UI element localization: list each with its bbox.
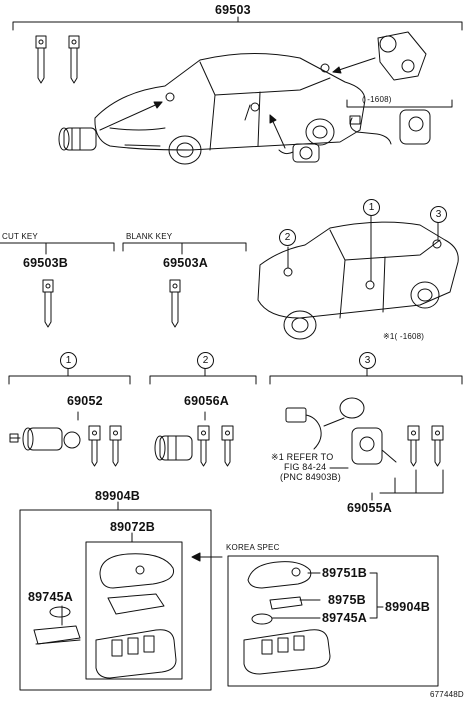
callout-circle-1: 1 bbox=[363, 199, 380, 216]
part-number-korea-cover: 89751B bbox=[322, 566, 367, 580]
door-lock-cylinder-icon bbox=[285, 397, 397, 465]
ignition-cylinder-icon bbox=[58, 127, 97, 151]
refer-line-3: (PNC 84903B) bbox=[280, 472, 341, 482]
set3-leaders bbox=[329, 467, 444, 501]
cut-key-bracket bbox=[0, 242, 115, 255]
refer-line-2: FIG 84-24 bbox=[284, 462, 327, 472]
part-number-cut-key: 69503B bbox=[23, 256, 68, 270]
ignition-cylinder-icon bbox=[9, 427, 81, 451]
part-number-korea-board: 8975B bbox=[328, 593, 366, 607]
key-icon bbox=[42, 279, 181, 328]
part-number-korea-set: 89904B bbox=[385, 600, 430, 614]
set-brackets bbox=[8, 365, 463, 385]
callout-circle-2: 2 bbox=[279, 229, 296, 246]
arrow-left-icon bbox=[99, 57, 376, 149]
part-number-blank-key: 69503A bbox=[163, 256, 208, 270]
callout-circle-3: 3 bbox=[430, 206, 447, 223]
key-icon bbox=[197, 425, 234, 467]
key-icon bbox=[407, 425, 444, 467]
korea-spec-label: KOREA SPEC bbox=[226, 543, 280, 552]
top-bracket bbox=[12, 16, 463, 31]
set-circle-1: 1 bbox=[60, 352, 77, 369]
car-outline bbox=[257, 215, 459, 340]
part-number-top: 69503 bbox=[215, 3, 251, 17]
ignition-cylinder-icon bbox=[349, 31, 431, 145]
refer-line-1: ※1 REFER TO bbox=[271, 452, 334, 462]
cut-key-label: CUT KEY bbox=[2, 232, 38, 241]
part-number-remote-outer: 89904B bbox=[95, 489, 140, 503]
part-number-set2: 69056A bbox=[184, 394, 229, 408]
date-note-car: ※1( -1608) bbox=[383, 332, 425, 341]
key-icon bbox=[88, 425, 122, 467]
part-number-remote-inner: 89072B bbox=[110, 520, 155, 534]
part-number-set3: 69055A bbox=[347, 501, 392, 515]
car-outline bbox=[94, 52, 366, 165]
key-icon bbox=[35, 35, 80, 84]
set-circle-3: 3 bbox=[359, 352, 376, 369]
figure-id: 677448D bbox=[430, 690, 464, 699]
blank-key-label: BLANK KEY bbox=[126, 232, 173, 241]
date-note-top: ( -1608) bbox=[362, 95, 392, 104]
part-number-korea-battery: 89745A bbox=[322, 611, 367, 625]
korea-box bbox=[227, 555, 439, 687]
set-circle-2: 2 bbox=[197, 352, 214, 369]
date-bracket bbox=[346, 99, 453, 108]
remote-box bbox=[19, 501, 212, 691]
part-number-set1: 69052 bbox=[67, 394, 103, 408]
part-number-battery: 89745A bbox=[28, 590, 73, 604]
arrow-left-icon bbox=[191, 552, 223, 562]
battery-icon bbox=[33, 606, 81, 645]
ignition-cylinder-icon bbox=[154, 435, 193, 461]
blank-key-bracket bbox=[122, 242, 247, 255]
smart-key-fob-icon bbox=[95, 553, 177, 679]
door-lock-cylinder-icon bbox=[278, 143, 320, 163]
